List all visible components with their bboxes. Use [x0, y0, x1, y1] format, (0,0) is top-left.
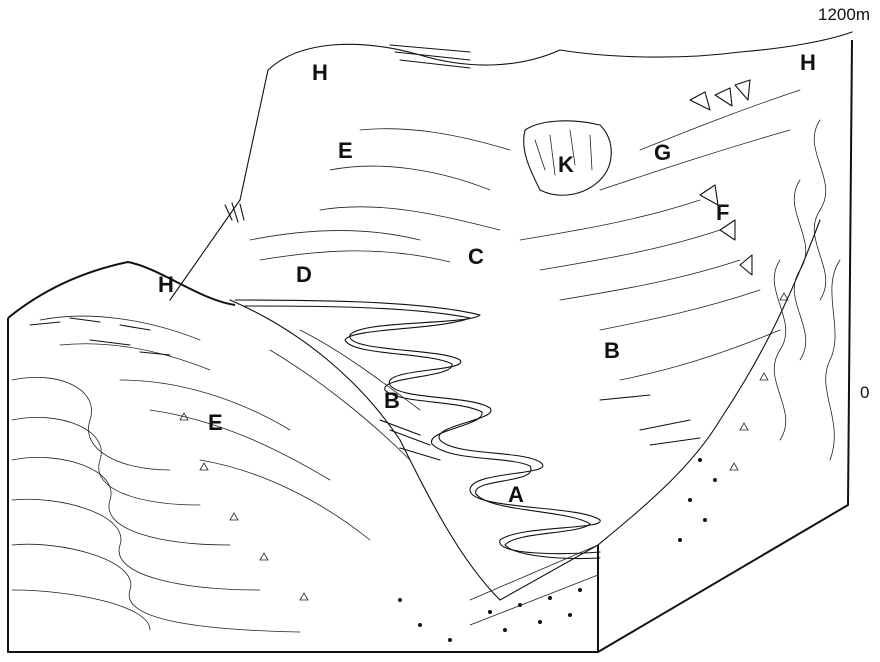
label-h-back: H: [312, 60, 328, 85]
label-c: C: [468, 244, 484, 269]
scarp-shading: [30, 45, 700, 460]
valley-floor-edge: [230, 220, 820, 600]
label-b-left: B: [384, 388, 400, 413]
label-d: D: [296, 262, 312, 287]
diagram-labels: H H H E E K G F C D B B A: [158, 50, 816, 507]
block-outline: [8, 32, 852, 652]
label-b-right: B: [604, 338, 620, 363]
label-k: K: [558, 152, 574, 177]
label-e-back: E: [338, 138, 353, 163]
ridge-outcrops: [690, 80, 752, 275]
vertical-scale: 1200m 0: [818, 5, 870, 402]
label-g: G: [654, 140, 671, 165]
label-a: A: [508, 482, 524, 507]
terrain-hatching: [40, 90, 800, 540]
till-deposits: [180, 293, 788, 642]
scale-top-label: 1200m: [818, 5, 870, 24]
label-h-front: H: [158, 272, 174, 297]
meandering-river: [235, 300, 600, 558]
label-f: F: [716, 200, 729, 225]
label-h-right: H: [800, 50, 816, 75]
scale-bottom-label: 0: [860, 383, 869, 402]
label-e-front: E: [208, 410, 223, 435]
